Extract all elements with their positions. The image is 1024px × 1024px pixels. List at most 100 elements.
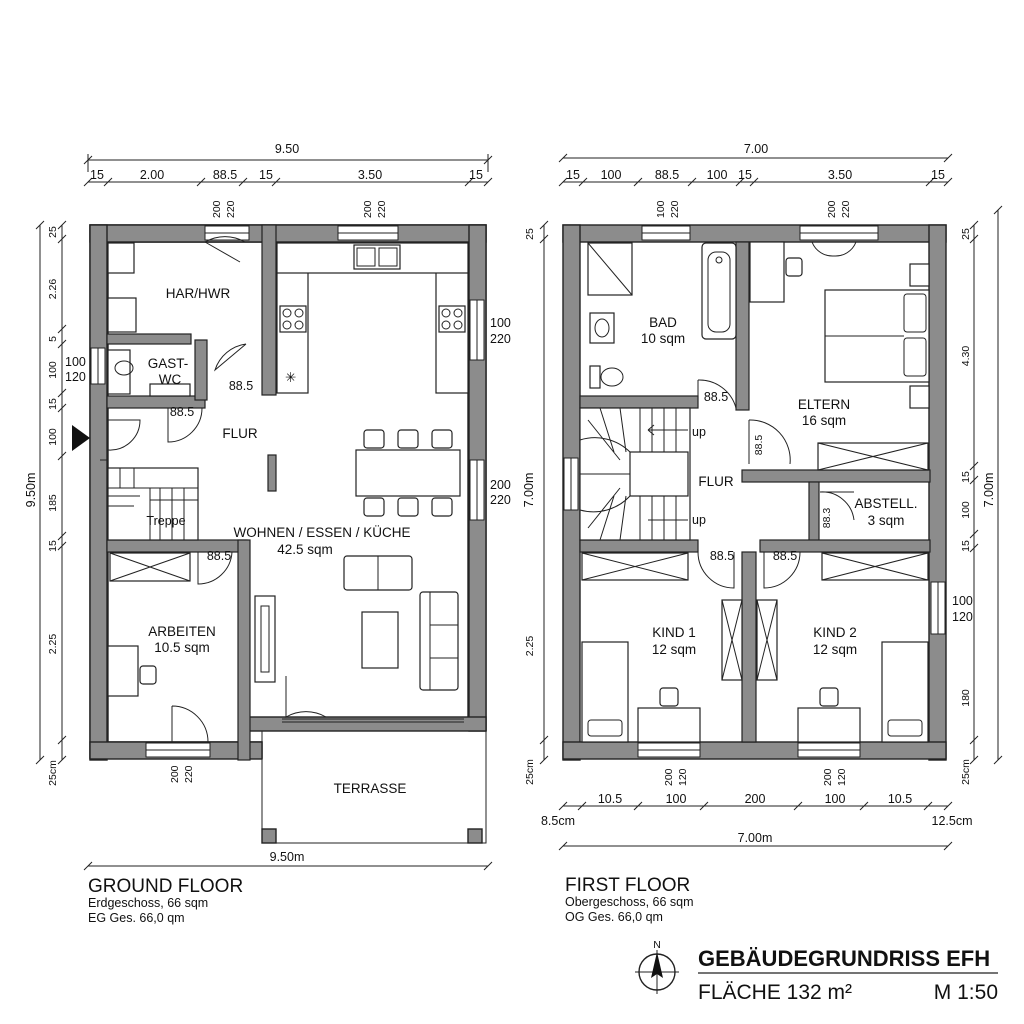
room-wohnen-area: 42.5 sqm: [277, 542, 333, 557]
ff-dim-bottom-total: 7.00m: [738, 831, 773, 845]
gf-win-top-mid-a: 200: [362, 200, 374, 218]
gf-office-desk: [107, 645, 157, 697]
ff-dim-left-2: 2.25: [524, 636, 536, 657]
gf-dim-left-4: 100: [47, 361, 59, 379]
entrance-arrow-icon: [72, 425, 90, 451]
ff-top-dimensions: [558, 153, 953, 187]
ff-doors: [697, 379, 855, 589]
title-block: N GEBÄUDEGRUNDRISS EFH FLÄCHE 132 m² M 1…: [635, 939, 998, 1004]
ff-left-dimensions: [539, 220, 549, 765]
ff-win-bottom-left-b: 120: [677, 768, 689, 786]
ff-win-bottom-right-b: 120: [836, 768, 848, 786]
ff-dim-top-2: 100: [601, 168, 622, 182]
ff-dim-top-7: 15: [931, 168, 945, 182]
gf-subtitle-2: EG Ges. 66,0 qm: [88, 911, 185, 925]
drawing-title: GEBÄUDEGRUNDRISS EFH: [698, 946, 990, 971]
room-bad-area: 10 sqm: [641, 331, 685, 346]
ff-dim-bottom-4: 100: [825, 792, 846, 806]
ff-dim-right-7: 25cm: [960, 759, 972, 785]
gf-interior-walls: [106, 224, 277, 761]
room-arbeiten-area: 10.5 sqm: [154, 640, 210, 655]
ff-dim-bottom-5: 10.5: [888, 792, 912, 806]
gf-dim-left-7: 185: [47, 494, 59, 512]
gf-dim-left-1: 25: [47, 226, 59, 238]
ff-dim-left-3: 25cm: [524, 759, 536, 785]
ff-kids-rooms-furniture: [581, 552, 929, 743]
gf-door-label-3: 88.5: [207, 549, 231, 563]
room-eltern-area: 16 sqm: [802, 413, 846, 428]
ff-dim-right-total: 7.00m: [982, 473, 996, 508]
gf-dim-left-2: 2.26: [47, 279, 59, 300]
ff-win-top-left-a: 100: [655, 200, 667, 218]
ff-dim-right-1: 25: [960, 228, 972, 240]
gf-win-bottom-b: 220: [183, 765, 195, 783]
ff-dim-bottom-1: 10.5: [598, 792, 622, 806]
room-kind-1-area: 12 sqm: [652, 642, 696, 657]
ff-dim-right-5: 15: [960, 540, 972, 552]
room-treppe: Treppe: [146, 514, 185, 528]
gf-utility-fixtures: [107, 242, 191, 397]
ff-dim-right-4: 100: [960, 501, 972, 519]
gf-dim-top-5: 3.50: [358, 168, 382, 182]
ff-dim-right-3: 15: [960, 471, 972, 483]
ff-bottom-dimensions: [558, 801, 953, 851]
ff-win-right-b: 120: [952, 610, 973, 624]
ff-dim-top-5: 15: [738, 168, 752, 182]
gf-dining-table: [355, 429, 461, 517]
ff-win-bottom-right-a: 200: [822, 768, 834, 786]
ground-floor-plan: 9.50 15 2.00 88.5 15 3.50 15 9.50m 25 2.…: [24, 142, 511, 925]
stair-up-label-2: up: [692, 513, 706, 527]
ff-dim-bottom-left: 8.5cm: [541, 814, 575, 828]
ff-door-label-1: 88.5: [704, 390, 728, 404]
ff-subtitle-1: Obergeschoss, 66 sqm: [565, 895, 694, 909]
gf-subtitle-1: Erdgeschoss, 66 sqm: [88, 896, 208, 910]
gf-dim-top-2: 2.00: [140, 168, 164, 182]
ff-door-label-2: 88.5: [753, 435, 765, 456]
gf-win-top-left-b: 220: [225, 200, 237, 218]
room-bad: BAD: [649, 315, 677, 330]
ff-dim-bottom-3: 200: [745, 792, 766, 806]
gf-top-dimensions: [83, 154, 493, 187]
gf-doors: [100, 236, 327, 743]
gf-win-left-a: 100: [65, 355, 86, 369]
gf-door-label-1: 88.5: [229, 379, 253, 393]
gf-win-right1-b: 220: [490, 332, 511, 346]
ff-dim-total-top: 7.00: [744, 142, 768, 156]
gf-win-right1-a: 100: [490, 316, 511, 330]
room-eltern: ELTERN: [798, 397, 850, 412]
gf-dim-left-8: 15: [47, 540, 59, 552]
room-flur-ff: FLUR: [698, 474, 734, 489]
gf-staircase: [107, 467, 199, 541]
ff-door-label-5: 88.5: [773, 549, 797, 563]
gf-bottom-dimension: [83, 861, 493, 871]
gf-dim-top-6: 15: [469, 168, 483, 182]
room-flur-gf: FLUR: [222, 426, 258, 441]
ff-dim-left-1: 25: [524, 228, 536, 240]
north-label: N: [653, 939, 661, 951]
north-arrow-icon: [635, 950, 679, 994]
ff-dim-right-2: 4.30: [960, 346, 972, 367]
room-wohnen: WOHNEN / ESSEN / KÜCHE: [233, 525, 410, 540]
gf-living-furniture: [254, 555, 459, 691]
room-har-hwr: HAR/HWR: [166, 286, 231, 301]
ff-door-label-3: 88.3: [821, 508, 833, 529]
gf-dim-left-5: 15: [47, 398, 59, 410]
ff-subtitle-2: OG Ges. 66,0 qm: [565, 910, 663, 924]
drawing-scale: M 1:50: [934, 981, 998, 1004]
ff-windows: [563, 225, 946, 758]
ff-door-label-4: 88.5: [710, 549, 734, 563]
gf-title: GROUND FLOOR: [88, 876, 243, 897]
gf-dim-left-total: 9.50m: [24, 473, 38, 508]
gf-dim-total-top: 9.50: [275, 142, 299, 156]
room-abstell-area: 3 sqm: [868, 513, 905, 528]
ff-dim-right-6: 180: [960, 689, 972, 707]
gf-door-label-2: 88.5: [170, 405, 194, 419]
ff-win-top-right-a: 200: [826, 200, 838, 218]
ff-bathroom-fixtures: [587, 242, 737, 389]
room-gast-wc-line2: WC: [159, 372, 182, 387]
gf-win-bottom-a: 200: [169, 765, 181, 783]
ff-right-dimensions: [969, 205, 1003, 765]
drawing-area: FLÄCHE 132 m²: [698, 981, 852, 1004]
ff-dim-bottom-2: 100: [666, 792, 687, 806]
